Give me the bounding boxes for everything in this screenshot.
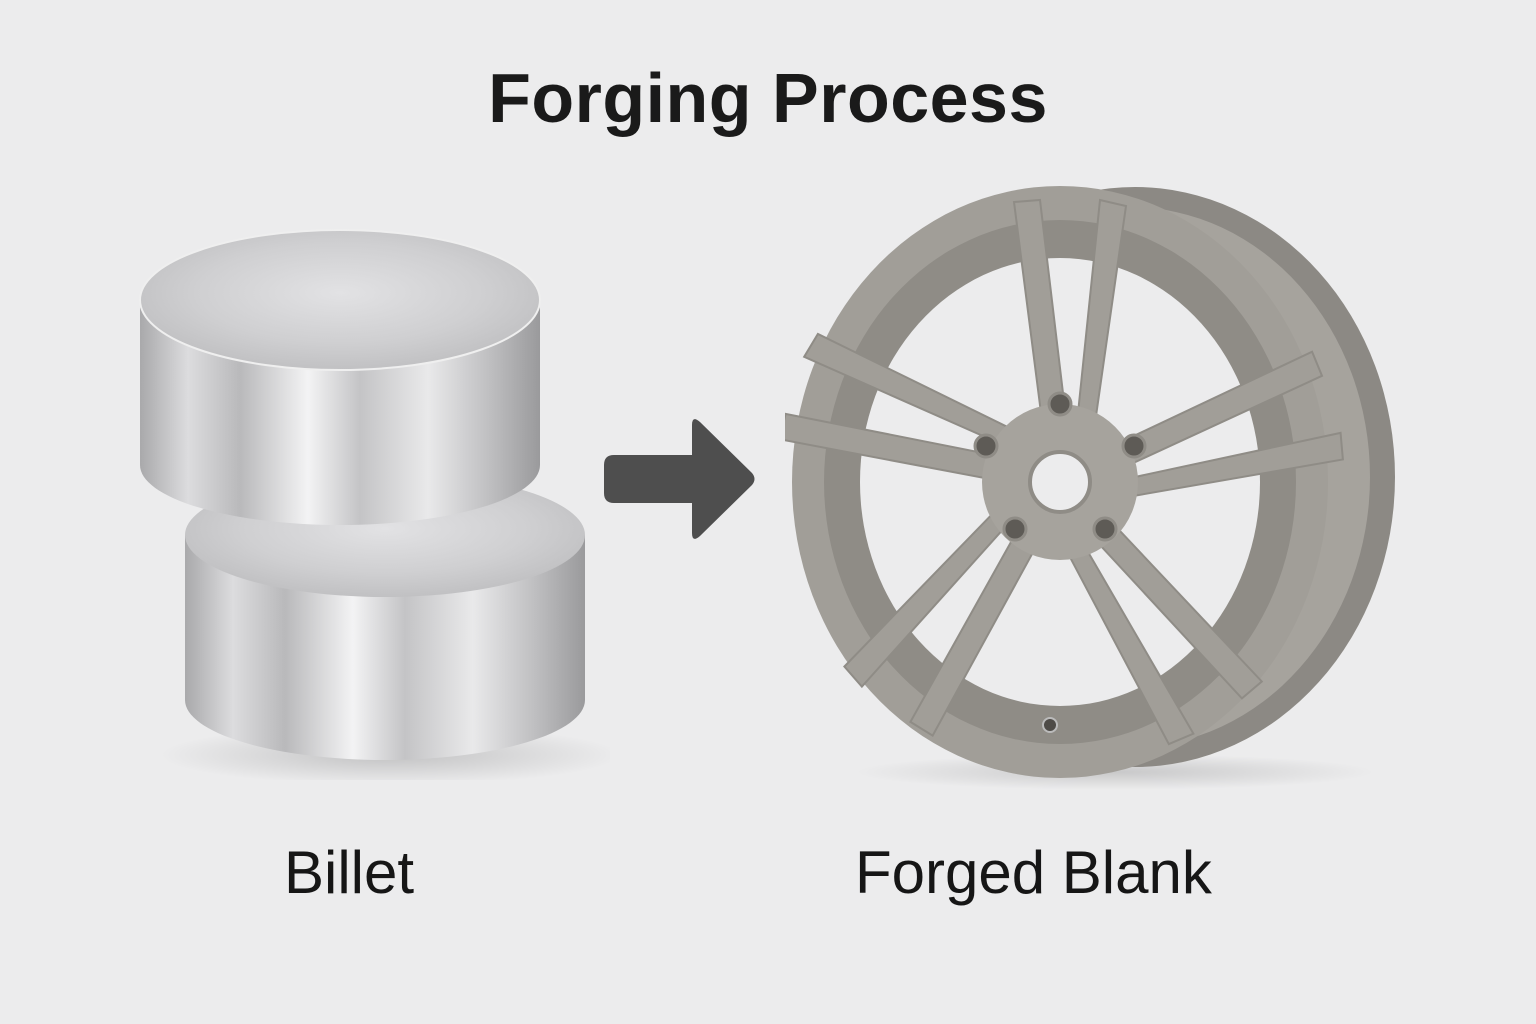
billet-illustration — [130, 220, 610, 780]
forged-blank-label: Forged Blank — [855, 839, 1212, 906]
right-arrow-icon — [604, 419, 755, 539]
process-arrow — [600, 415, 760, 545]
diagram-title: Forging Process — [488, 59, 1048, 137]
forged-wheel-icon — [785, 186, 1395, 790]
billet-label: Billet — [284, 839, 415, 906]
forged-wheel-illustration — [785, 172, 1415, 792]
billet-cylinders-icon — [139, 229, 610, 780]
